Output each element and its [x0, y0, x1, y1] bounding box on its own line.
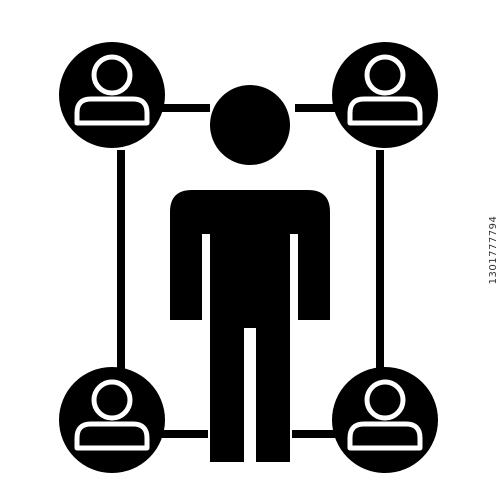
- user-node-bottom-right: [332, 367, 438, 473]
- central-person-head: [210, 85, 290, 165]
- connector-lines: [117, 104, 384, 438]
- central-person-body: [170, 190, 330, 462]
- user-node-top-right: [332, 42, 438, 148]
- user-node-top-left: [59, 42, 165, 148]
- user-node-bottom-left: [59, 367, 165, 473]
- stock-id-label: 1301777794: [488, 215, 499, 285]
- central-person: [170, 85, 330, 462]
